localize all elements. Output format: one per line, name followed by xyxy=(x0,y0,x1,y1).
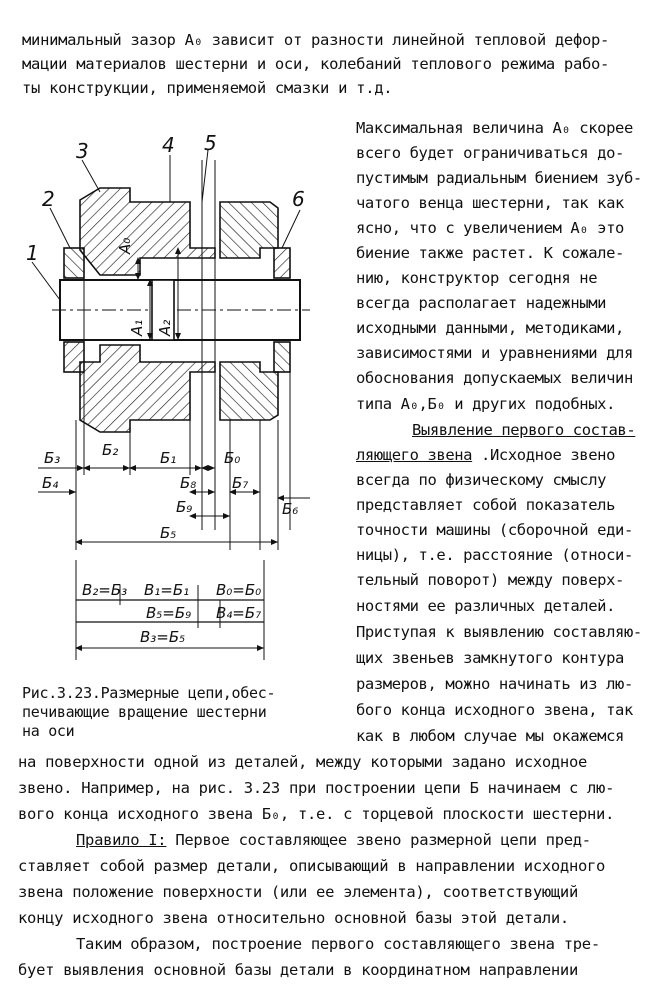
dim-label: Б₇ xyxy=(232,474,248,492)
section-heading: Выявление первого состав- xyxy=(412,420,636,440)
text-line: всегда по физическому смыслу xyxy=(356,471,607,489)
text-line: звено. Например, на рис. 3.23 при постро… xyxy=(18,779,615,797)
text-line: вого конца исходного звена Б₀, т.е. с то… xyxy=(18,805,615,823)
dim-label: Б₄ xyxy=(42,474,58,492)
text-line: биение также растет. К сожале- xyxy=(356,244,624,262)
part-number: 5 xyxy=(204,131,217,155)
text-line: концу исходного звена относительно основ… xyxy=(18,909,569,927)
part-number: 6 xyxy=(292,187,305,211)
text-line: размеров, можно начинать из лю- xyxy=(356,675,633,693)
text-line: бого конца исходного звена, так xyxy=(356,701,633,719)
text-line: ставляет собой размер детали, описывающи… xyxy=(18,857,606,875)
gap-label: A₁ xyxy=(128,320,146,337)
text-line: Максимальная величина A₀ скорее xyxy=(356,119,633,137)
rule-label: Правило I: xyxy=(76,831,167,849)
text-line: точности машины (сборочной еди- xyxy=(356,521,633,539)
chain-label: В₀=Б₀ xyxy=(216,581,261,599)
chain-label: В₂=Б₃ xyxy=(82,581,127,599)
dim-label: Б₈ xyxy=(180,474,196,492)
figure-caption: на оси xyxy=(22,722,75,740)
chain-label: В₃=Б₅ xyxy=(140,628,185,646)
dim-label: Б₂ xyxy=(102,441,118,459)
text-line: щих звеньев замкнутого контура xyxy=(356,649,624,667)
part-number: 1 xyxy=(26,241,39,265)
text-line: зависимостями и уравнениями для xyxy=(356,344,633,362)
text-line: исходными данными, методиками, xyxy=(356,319,624,337)
text-line: тельный поворот) между поверх- xyxy=(356,571,624,589)
part-number: 3 xyxy=(76,139,89,163)
chain-label: В₅=Б₉ xyxy=(146,604,191,622)
text-line: минимальный зазор A₀ зависит от разности… xyxy=(22,31,610,49)
text-line: пустимым радиальным биением зуб- xyxy=(356,169,642,187)
text-line: представляет собой показатель xyxy=(356,496,616,514)
part-number: 2 xyxy=(42,187,55,211)
dim-label: Б₅ xyxy=(160,524,176,542)
section-heading-part2: ляющего звена xyxy=(356,446,473,464)
rule-text: Первое составляющее звено размерной цепи… xyxy=(166,831,591,849)
text-line: как в любом случае мы окажемся xyxy=(356,727,624,745)
dim-label: Б₉ xyxy=(176,498,192,516)
text-line: всего будет ограничиваться до- xyxy=(356,144,624,162)
text-line: на поверхности одной из деталей, между к… xyxy=(18,753,588,771)
dim-label: Б₁ xyxy=(160,449,176,467)
figure-caption: печивающие вращение шестерни xyxy=(22,703,267,721)
text-line: Таким образом, построение первого состав… xyxy=(76,935,600,953)
text-line: ницы), т.е. расстояние (относи- xyxy=(356,546,633,564)
chain-label: В₁=Б₁ xyxy=(144,581,189,599)
text-line: Правило I: Первое составляющее звено раз… xyxy=(18,830,591,850)
part-number: 4 xyxy=(162,133,175,157)
text-line: ляющего звена .Исходное звено xyxy=(356,445,615,465)
gap-label: A₂ xyxy=(156,320,174,337)
text-line: чатого венца шестерни, так как xyxy=(356,194,624,212)
figure-caption: Рис.3.23.Размерные цепи,обес- xyxy=(22,684,276,702)
text-line: нию, конструктор сегодня не xyxy=(356,269,598,287)
text-line: мации материалов шестерни и оси, колебан… xyxy=(22,55,610,73)
chain-label: В₄=Б₇ xyxy=(216,604,261,622)
dim-label: Б₃ xyxy=(44,449,60,467)
text-line: ясно, что с увеличением A₀ это xyxy=(356,219,624,237)
dim-label: Б₆ xyxy=(282,500,298,518)
text-line: бует выявления основной базы детали в ко… xyxy=(18,961,578,979)
gap-label: A₀ xyxy=(116,238,134,255)
text-line: Приступая к выявлению составляю- xyxy=(356,623,642,641)
text-line: звена положение поверхности (или ее элем… xyxy=(18,883,578,901)
text-line: обоснования допускаемых величин xyxy=(356,369,633,387)
text-line: типа A₀,Б₀ и других подобных. xyxy=(356,395,616,413)
text-line: ностями ее различных деталей. xyxy=(356,597,616,615)
assembly-drawing: 3 2 1 4 5 6 A₀ A₁ A₂ Б₃ Б₂ Б₁ Б₀ Б₄ Б₈ Б… xyxy=(26,131,310,660)
section-heading-part1: Выявление первого состав- xyxy=(412,421,636,439)
dim-label: Б₀ xyxy=(224,449,240,467)
text-line: всегда располагает надежными xyxy=(356,294,607,312)
section-text: .Исходное звено xyxy=(472,446,616,464)
text-line: ты конструкции, применяемой смазки и т.д… xyxy=(22,79,393,97)
